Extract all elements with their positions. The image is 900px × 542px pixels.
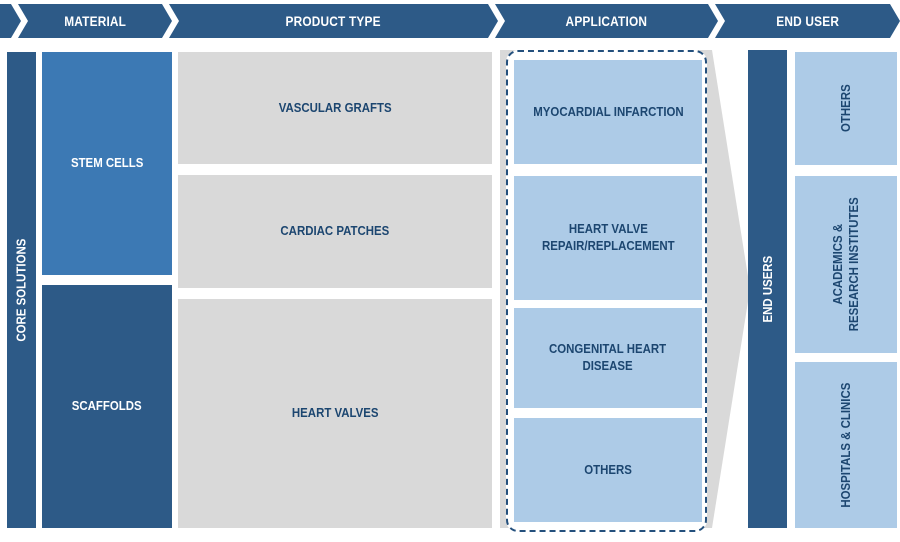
material-box-stem-cells: STEM CELLS	[42, 52, 172, 275]
header-segment-label: APPLICATION	[565, 13, 648, 29]
application-label: CONGENITAL HEART DISEASE	[549, 341, 667, 373]
core-solutions-bar: CORE SOLUTIONS	[7, 52, 36, 528]
end-user-label: HOSPITALS & CLINICS	[837, 382, 853, 508]
product-box-heart-valves: HEART VALVES	[178, 299, 492, 528]
end-user-box-academics-research-institutes: ACADEMICS & RESEARCH INSTITUTES	[795, 176, 897, 353]
header-segment-application: APPLICATION	[495, 4, 718, 38]
end-user-box-hospitals-clinics: HOSPITALS & CLINICS	[795, 362, 897, 528]
product-box-cardiac-patches: CARDIAC PATCHES	[178, 175, 492, 288]
application-box-myocardial-infarction: MYOCARDIAL INFARCTION	[514, 60, 702, 164]
header-segment-end-user: END USER	[715, 4, 900, 38]
end-user-label: OTHERS	[837, 84, 853, 133]
product-label: VASCULAR GRAFTS	[278, 99, 392, 115]
product-box-vascular-grafts: VASCULAR GRAFTS	[178, 52, 492, 164]
end-user-label: ACADEMICS & RESEARCH INSTITUTES	[829, 197, 861, 332]
application-box-others: OTHERS	[514, 418, 702, 522]
header-segment-label: PRODUCT TYPE	[285, 13, 382, 29]
header-segment-label: MATERIAL	[64, 13, 126, 29]
chevron-lead-icon	[0, 4, 21, 38]
material-label: STEM CELLS	[70, 155, 144, 171]
material-box-scaffolds: SCAFFOLDS	[42, 285, 172, 528]
application-box-heart-valve-repair: HEART VALVE REPAIR/REPLACEMENT	[514, 176, 702, 300]
header-segment-material: MATERIAL	[18, 4, 172, 38]
end-user-box-others: OTHERS	[795, 52, 897, 165]
core-solutions-label: CORE SOLUTIONS	[13, 238, 29, 342]
application-label: OTHERS	[584, 461, 632, 477]
header-segment-product-type: PRODUCT TYPE	[169, 4, 498, 38]
application-label: HEART VALVE REPAIR/REPLACEMENT	[541, 221, 675, 253]
end-users-bar: END USERS	[748, 50, 787, 528]
application-box-congenital-heart-disease: CONGENITAL HEART DISEASE	[514, 308, 702, 408]
material-label: SCAFFOLDS	[72, 398, 142, 414]
header-segment-label: END USER	[776, 13, 839, 29]
application-label: MYOCARDIAL INFARCTION	[532, 103, 684, 119]
product-label: CARDIAC PATCHES	[280, 223, 390, 239]
end-users-bar-label: END USERS	[759, 255, 775, 323]
product-label: HEART VALVES	[291, 405, 379, 421]
